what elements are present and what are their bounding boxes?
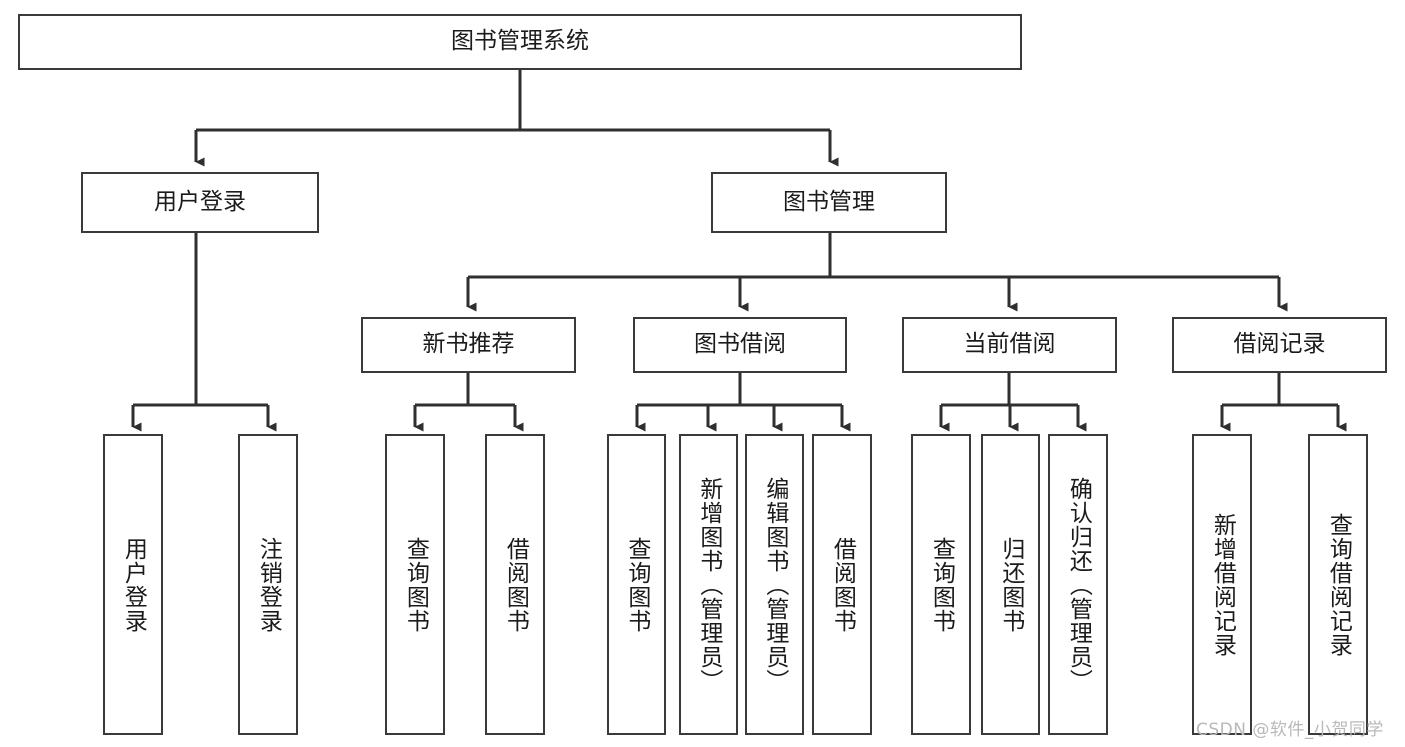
node-user-login-label: 用户登录 [154,188,246,215]
node-leaf-query-book-3[interactable]: 查询图书 [911,434,971,735]
node-user-login[interactable]: 用户登录 [81,172,319,233]
node-leaf-query-book-1[interactable]: 查询图书 [385,434,445,735]
node-borrow-record[interactable]: 借阅记录 [1172,317,1387,373]
node-book-borrow[interactable]: 图书借阅 [633,317,847,373]
node-leaf-logout[interactable]: 注销登录 [238,434,298,735]
node-leaf-add-record[interactable]: 新增借阅记录 [1192,434,1252,735]
node-new-book-recommend[interactable]: 新书推荐 [361,317,576,373]
node-current-borrow-label: 当前借阅 [963,331,1056,358]
node-leaf-query-book-2-label: 查询图书 [623,536,650,633]
node-current-borrow[interactable]: 当前借阅 [902,317,1117,373]
csdn-watermark: CSDN @软件_小贺同学 [1196,720,1384,740]
node-leaf-user-login-label: 用户登录 [120,536,147,633]
node-leaf-borrow-book-2-label: 借阅图书 [829,536,856,633]
node-book-borrow-label: 图书借阅 [694,331,786,358]
node-root-label: 图书管理系统 [451,28,589,55]
node-leaf-borrow-book-1-label: 借阅图书 [502,536,529,633]
node-leaf-logout-label: 注销登录 [255,536,282,633]
node-borrow-record-label: 借阅记录 [1233,331,1326,358]
node-leaf-return-book[interactable]: 归还图书 [981,434,1040,735]
node-leaf-confirm-return-label: 确认归还（管理员） [1065,476,1092,693]
node-root[interactable]: 图书管理系统 [18,14,1022,70]
node-leaf-query-book-2[interactable]: 查询图书 [607,434,666,735]
node-leaf-edit-book-label: 编辑图书（管理员） [761,476,788,693]
node-leaf-add-record-label: 新增借阅记录 [1209,512,1236,657]
node-leaf-add-book-label: 新增图书（管理员） [695,476,722,693]
node-leaf-query-book-1-label: 查询图书 [402,536,429,633]
node-leaf-add-book[interactable]: 新增图书（管理员） [679,434,738,735]
node-leaf-return-book-label: 归还图书 [997,536,1024,633]
node-leaf-confirm-return[interactable]: 确认归还（管理员） [1048,434,1108,735]
node-leaf-borrow-book-1[interactable]: 借阅图书 [485,434,545,735]
node-leaf-user-login[interactable]: 用户登录 [103,434,163,735]
node-leaf-borrow-book-2[interactable]: 借阅图书 [812,434,872,735]
node-leaf-query-record[interactable]: 查询借阅记录 [1308,434,1368,735]
node-book-manage[interactable]: 图书管理 [711,172,947,233]
node-new-book-recommend-label: 新书推荐 [422,331,515,358]
node-leaf-edit-book[interactable]: 编辑图书（管理员） [745,434,804,735]
node-leaf-query-book-3-label: 查询图书 [928,536,955,633]
node-leaf-query-record-label: 查询借阅记录 [1325,512,1352,657]
node-book-manage-label: 图书管理 [783,188,875,215]
